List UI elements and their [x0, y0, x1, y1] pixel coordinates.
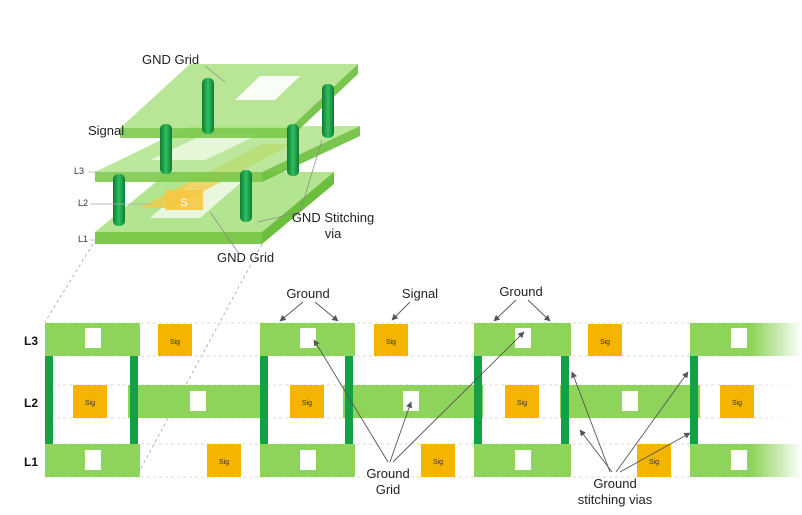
stitch-via-6	[561, 356, 569, 444]
arrow-stitch-1	[571, 371, 611, 473]
stitch-via-3	[260, 356, 268, 444]
svg-text:Sig: Sig	[732, 400, 742, 407]
iso-layer-label-l1: L1	[78, 234, 88, 244]
stitch-via-7	[690, 356, 698, 444]
gnd-stitching-via-label-1: GND Stitching	[292, 210, 374, 225]
hole-l2-1	[190, 391, 206, 411]
via-1	[113, 174, 125, 226]
gnd-grid-bottom-label: GND Grid	[217, 250, 274, 265]
hole-l3-2	[300, 328, 316, 348]
svg-text:Sig: Sig	[219, 459, 229, 466]
sig-l3-3: Sig	[588, 324, 622, 356]
svg-text:Sig: Sig	[600, 339, 610, 346]
gnd-stitching-via-label-2: via	[325, 226, 342, 241]
sig-l2-3: Sig	[505, 385, 539, 418]
iso-annot-line-4	[209, 211, 241, 256]
signal-label: Signal	[88, 123, 124, 138]
sig-l3-2: Sig	[374, 324, 408, 356]
hole-l3-4	[731, 328, 747, 348]
hole-l2-3	[622, 391, 638, 411]
perspective-line-1	[44, 243, 94, 323]
via-2	[240, 170, 252, 222]
sig-l1-1: Sig	[207, 444, 241, 477]
arrow-grid-2	[389, 401, 413, 463]
ground-label-right: Ground	[499, 284, 542, 299]
arrow-stitch-4	[619, 432, 691, 473]
stitch-via-5	[474, 356, 482, 444]
svg-text:Sig: Sig	[649, 459, 659, 466]
isometric-view: S L3 L2 L1 GND Grid Signal GND Stitching…	[74, 52, 374, 265]
cross-section: L3 L2 L1	[24, 284, 802, 507]
arrow-ground-left-1	[279, 301, 304, 322]
sig-l3-1: Sig	[158, 324, 192, 356]
hole-l1-3	[515, 450, 531, 470]
iso-layer-label-l2: L2	[78, 198, 88, 208]
signal-block	[165, 190, 203, 210]
hole-l1-1	[85, 450, 101, 470]
hole-l1-4	[731, 450, 747, 470]
iso-annot-line-1	[204, 65, 226, 83]
layer-label-l2: L2	[24, 396, 38, 410]
arrow-grid-3	[392, 331, 525, 463]
iso-annot-line-3	[257, 211, 301, 223]
via-3	[160, 124, 172, 174]
via-5	[202, 78, 214, 134]
layer-label-l3: L3	[24, 334, 38, 348]
stitch-via-2	[130, 356, 138, 444]
iso-layer-label-l3: L3	[74, 166, 84, 176]
sig-l1-2: Sig	[421, 444, 455, 477]
sig-l2-2: Sig	[290, 385, 324, 418]
signal-label-cross: Signal	[402, 286, 438, 301]
stitch-via-1	[45, 356, 53, 444]
perspective-line-2	[139, 243, 263, 471]
sig-l1-3: Sig	[637, 444, 671, 477]
signal-block-label: S	[180, 197, 187, 209]
hole-l1-2	[300, 450, 316, 470]
arrow-stitch-3	[615, 371, 689, 473]
via-4	[287, 124, 299, 176]
arrow-stitch-2	[579, 429, 613, 473]
arrow-grid-1	[313, 339, 389, 463]
ground-grid-label-1: Ground	[366, 466, 409, 481]
svg-text:Sig: Sig	[433, 459, 443, 466]
arrow-signal	[391, 301, 411, 321]
svg-text:Sig: Sig	[386, 339, 396, 346]
svg-text:Sig: Sig	[302, 400, 312, 407]
svg-text:Sig: Sig	[170, 339, 180, 346]
arrow-ground-right-1	[493, 299, 517, 322]
stitching-vias-label-2: stitching vias	[578, 492, 653, 507]
gnd-grid-top-label: GND Grid	[142, 52, 199, 67]
svg-text:Sig: Sig	[85, 400, 95, 407]
sig-l2-1: Sig	[73, 385, 107, 418]
ground-label-left: Ground	[286, 286, 329, 301]
layer-label-l1: L1	[24, 455, 38, 469]
arrow-ground-right-2	[527, 299, 551, 322]
iso-annot-line-2	[299, 139, 323, 213]
via-6	[322, 84, 334, 138]
hole-l2-2	[403, 391, 419, 411]
hole-l3-1	[85, 328, 101, 348]
stitching-vias-label-1: Ground	[593, 476, 636, 491]
ground-grid-label-2: Grid	[376, 482, 401, 497]
svg-text:Sig: Sig	[517, 400, 527, 407]
stitch-via-4	[345, 356, 353, 444]
sig-l2-4: Sig	[720, 385, 754, 418]
arrow-ground-left-2	[314, 301, 339, 322]
